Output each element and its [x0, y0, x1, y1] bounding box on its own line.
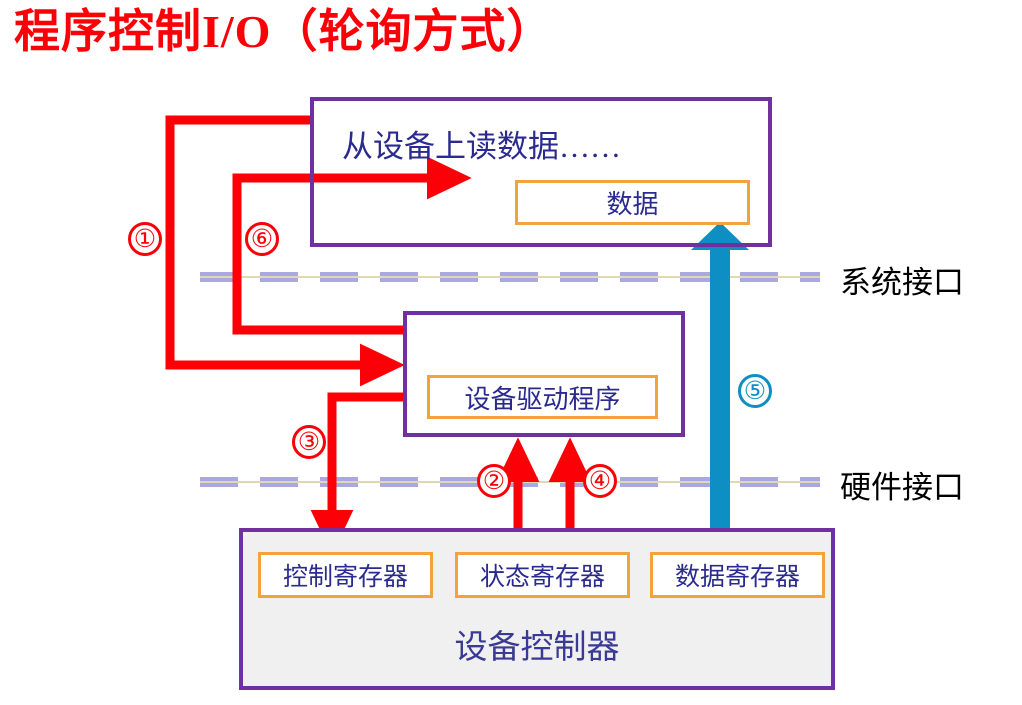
status-register-box[interactable]: 状态寄存器 — [455, 552, 630, 598]
step-badge-4: ④ — [583, 464, 617, 498]
step-badge-5: ⑤ — [738, 374, 772, 408]
device-driver-layer-box[interactable] — [403, 311, 685, 437]
device-controller-caption: 设备控制器 — [454, 628, 620, 665]
step-badge-1: ① — [128, 222, 162, 256]
application-caption: 从设备上读数据…… — [342, 129, 621, 164]
data-buffer-box[interactable]: 数据 — [515, 180, 750, 225]
system-interface-label: 系统接口 — [840, 265, 964, 300]
application-layer-box[interactable] — [310, 97, 772, 247]
hardware-interface-label: 硬件接口 — [840, 470, 964, 505]
data-register-box[interactable]: 数据寄存器 — [650, 552, 825, 598]
system-interface-dashed-line — [200, 272, 820, 282]
step-badge-2: ② — [477, 464, 511, 498]
step-badge-6: ⑥ — [245, 222, 279, 256]
step-badge-3: ③ — [292, 425, 326, 459]
arrow-step-3 — [310, 392, 403, 555]
page-title: 程序控制I/O（轮询方式） — [14, 6, 554, 57]
device-driver-box[interactable]: 设备驱动程序 — [427, 375, 658, 419]
control-register-box[interactable]: 控制寄存器 — [258, 552, 433, 598]
